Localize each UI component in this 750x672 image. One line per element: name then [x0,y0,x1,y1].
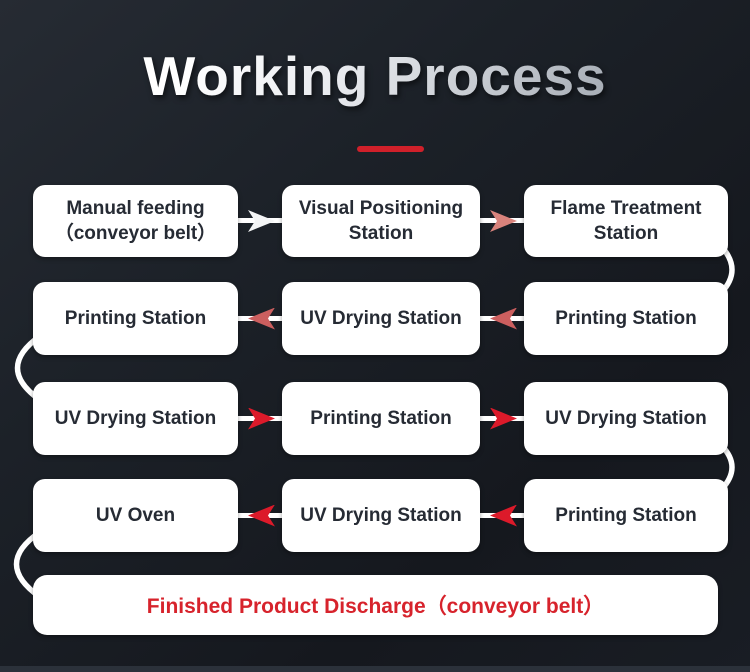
arrow-left-icon [474,307,534,330]
arrow-left-icon [232,504,292,527]
process-box-label: Printing Station [64,307,207,329]
arrow-left-icon [474,504,534,527]
title-underline [357,146,424,152]
arrow-left-icon [232,307,292,330]
process-box: UV Oven [33,479,238,552]
process-box: Printing Station [33,282,238,355]
process-box: Printing Station [282,382,480,455]
process-box-label: UV Drying Station [54,407,217,429]
process-box-label: Printing Station [310,407,452,429]
arrow-right-icon [474,210,534,232]
process-box: Printing Station [524,479,728,552]
arrow-right-icon [474,407,534,430]
process-box: Manual feeding （conveyor belt） [33,185,238,257]
page-title: Working Process [0,44,750,108]
process-box: UV Drying Station [33,382,238,455]
finished-product-bar: Finished Product Discharge（conveyor belt… [33,575,718,635]
curve-left-row4-finish [13,529,43,600]
arrow-right-icon [232,407,292,430]
curve-left-row2-row3 [14,333,43,403]
process-box: Printing Station [524,282,728,355]
process-box-label: （conveyor belt） [54,223,217,244]
process-box-label: UV Drying Station [545,407,707,429]
process-box: UV Drying Station [524,382,728,455]
process-box-label: UV Drying Station [300,307,462,329]
process-box-label: Station [593,223,659,244]
process-box-label: Manual feeding [66,197,205,219]
finished-product-label: Finished Product Discharge（conveyor belt… [146,595,605,618]
process-box-label: UV Drying Station [300,504,462,526]
process-box-label: Visual Positioning [298,197,464,219]
process-box-label: Flame Treatment [550,197,702,219]
process-box-label: Printing Station [555,307,697,329]
arrow-right-icon [232,210,292,232]
process-box-label: Printing Station [555,504,697,526]
bottom-edge-strip [0,666,750,672]
process-box-label: UV Oven [95,504,176,526]
process-box-label: Station [348,223,414,244]
process-box: UV Drying Station [282,479,480,552]
process-box: UV Drying Station [282,282,480,355]
